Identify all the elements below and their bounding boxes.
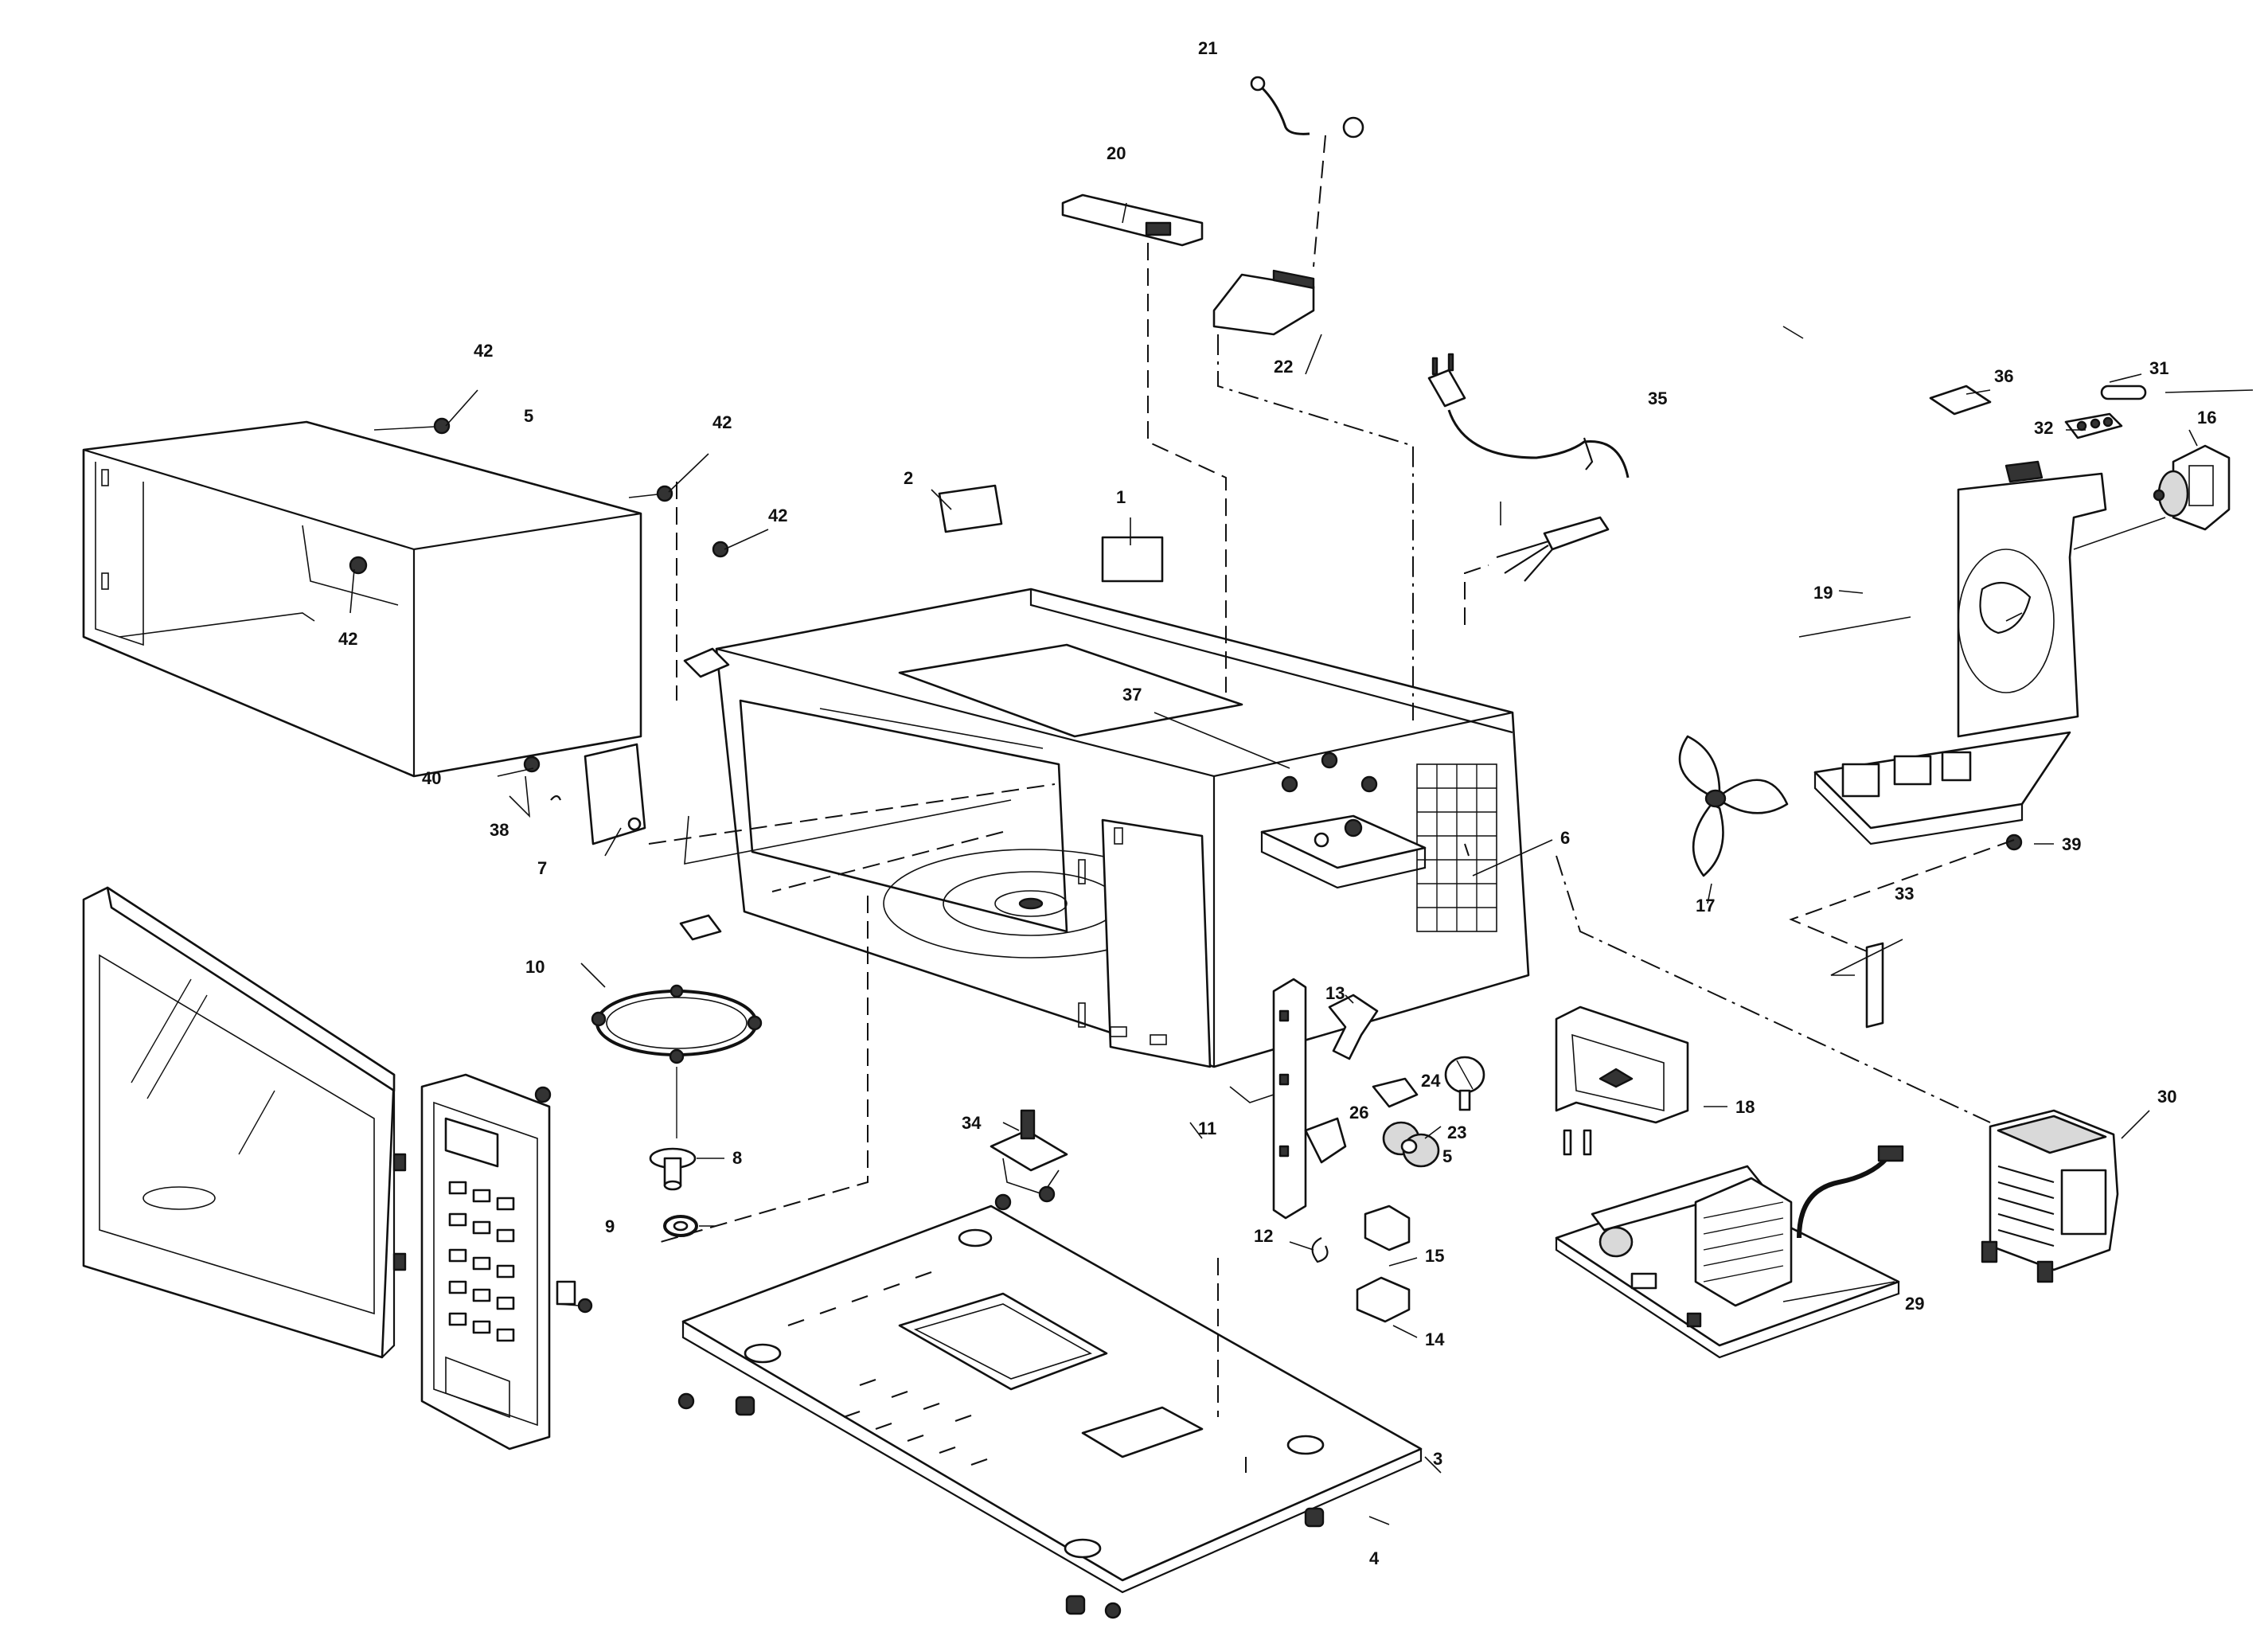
fan-motor-16 <box>2153 444 2231 531</box>
callout-42d: 42 <box>338 629 357 649</box>
foot-4-set <box>677 1392 1325 1619</box>
callout-9: 9 <box>605 1216 615 1236</box>
fuse-31 <box>2100 385 2147 400</box>
magnetron-fins <box>1997 1165 2055 1247</box>
air-duct-18 <box>1555 1005 1689 1156</box>
switch-24 <box>1372 1077 1419 1108</box>
thermal-wire-21 <box>1250 76 1364 139</box>
callout-42b: 42 <box>712 412 732 432</box>
callout-30: 30 <box>2157 1087 2176 1107</box>
washer-9 <box>663 1215 698 1237</box>
base-plate <box>681 1204 1423 1594</box>
callout-21: 21 <box>1198 38 1217 58</box>
callout-14: 14 <box>1425 1329 1445 1349</box>
callout-1: 1 <box>1116 487 1126 507</box>
switch-26-5 <box>1382 1121 1440 1168</box>
callout-6: 6 <box>1560 828 1570 848</box>
callout-labels: 1 2 3 4 5 5 6 7 8 9 10 11 12 13 14 15 16… <box>338 38 2216 1568</box>
callout-37: 37 <box>1122 685 1142 705</box>
leader-lines <box>349 202 2254 1525</box>
magnetron-30 <box>1981 1109 2119 1283</box>
callout-40: 40 <box>422 768 441 788</box>
insulator-36 <box>1929 385 1992 416</box>
callout-11: 11 <box>1198 1119 1216 1138</box>
callout-15: 15 <box>1425 1246 1444 1266</box>
callout-38: 38 <box>490 820 509 840</box>
keypad <box>448 1181 515 1342</box>
transformer-29 <box>1555 1145 1904 1359</box>
fan-duct-19 <box>1813 460 2107 845</box>
control-panel <box>420 1073 593 1450</box>
label-plate-1 <box>1101 536 1164 583</box>
callout-36: 36 <box>1994 366 2013 386</box>
door-assembly <box>82 886 407 1359</box>
coupler-8 <box>649 1147 697 1191</box>
oven-cavity-chassis <box>679 588 1530 1068</box>
lamp-23 <box>1444 1056 1485 1111</box>
plate-7 <box>584 743 646 845</box>
switch-15 <box>1364 1204 1411 1251</box>
callout-42c: 42 <box>768 506 787 525</box>
callout-7: 7 <box>537 858 547 878</box>
latch-bracket-11 <box>1272 978 1347 1220</box>
callout-10: 10 <box>525 957 545 977</box>
callout-29: 29 <box>1905 1294 1924 1314</box>
label-plate-2 <box>938 484 1003 533</box>
callout-19: 19 <box>1813 583 1833 603</box>
power-cord-35 <box>1427 353 1630 582</box>
callout-22: 22 <box>1274 357 1293 377</box>
callout-4: 4 <box>1369 1548 1380 1568</box>
fan-blade-17 <box>1678 735 1789 877</box>
callout-26: 26 <box>1349 1103 1368 1122</box>
callout-2: 2 <box>904 468 913 488</box>
callout-17: 17 <box>1696 896 1715 916</box>
roller-ring-10 <box>591 984 763 1064</box>
callout-20: 20 <box>1107 143 1126 163</box>
callout-34: 34 <box>962 1113 982 1133</box>
callout-42a: 42 <box>474 341 493 361</box>
sensor-bracket-20 <box>1061 193 1204 247</box>
callout-32: 32 <box>2034 418 2053 438</box>
callout-35: 35 <box>1648 388 1667 408</box>
actuator-14 <box>1356 1276 1411 1323</box>
callout-33: 33 <box>1895 884 1914 904</box>
lever-13 <box>1328 994 1379 1060</box>
fuse-holder-32 <box>2064 412 2123 439</box>
callout-24: 24 <box>1421 1071 1441 1091</box>
assembly-guide-lines <box>648 135 2015 1473</box>
spring-12 <box>1311 1237 1329 1263</box>
callout-8: 8 <box>732 1148 742 1168</box>
bracket-33 <box>1865 942 1884 1029</box>
clip-38 <box>550 795 562 801</box>
callout-12: 12 <box>1254 1226 1273 1246</box>
callout-5b: 5 <box>1442 1146 1452 1166</box>
base-vent-slots <box>787 1271 988 1466</box>
callout-18: 18 <box>1735 1097 1755 1117</box>
turntable-motor-34 <box>990 1109 1068 1211</box>
outer-cabinet <box>82 420 642 778</box>
fuse-holder-22 <box>1212 269 1315 336</box>
callout-31: 31 <box>2149 358 2168 378</box>
callout-23: 23 <box>1447 1122 1466 1142</box>
transformer-coil <box>1703 1201 1784 1283</box>
callout-3: 3 <box>1433 1449 1442 1469</box>
screw-37-set <box>1281 752 1378 793</box>
callout-39: 39 <box>2062 834 2081 854</box>
callout-13: 13 <box>1325 983 1345 1003</box>
callout-5a: 5 <box>524 406 533 426</box>
callout-16: 16 <box>2197 408 2216 428</box>
